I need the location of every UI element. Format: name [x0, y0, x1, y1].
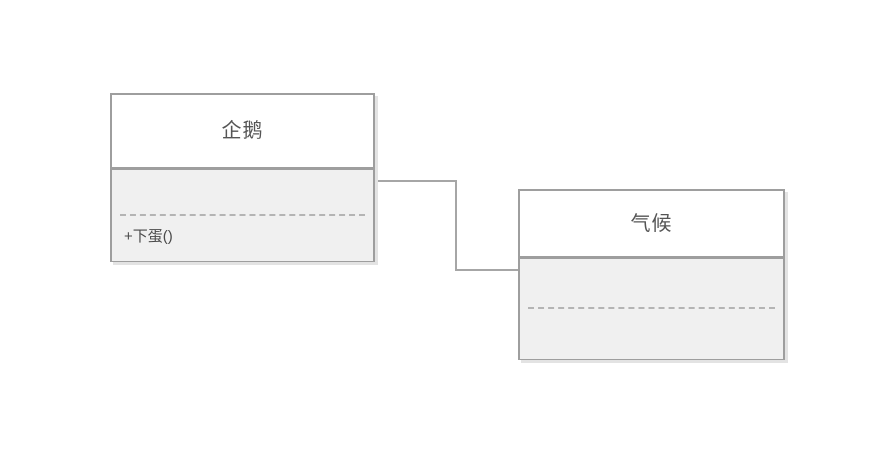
uml-class-penguin-body-compartment: +下蛋()	[112, 170, 373, 261]
uml-class-penguin[interactable]: 企鹅 +下蛋()	[110, 93, 375, 262]
uml-class-climate-body-compartment	[520, 259, 783, 359]
uml-class-penguin-operations-list: +下蛋()	[112, 227, 373, 247]
uml-operation-item[interactable]: +下蛋()	[124, 228, 173, 245]
uml-class-penguin-title-compartment: 企鹅	[112, 95, 373, 170]
association-edge-segment-vertical[interactable]	[455, 180, 457, 271]
association-edge-segment-horizontal-bottom[interactable]	[455, 269, 519, 271]
uml-class-penguin-name: 企鹅	[221, 120, 264, 142]
uml-class-climate-title-compartment: 气候	[520, 191, 783, 259]
association-edge-segment-horizontal-top[interactable]	[374, 180, 457, 182]
uml-class-climate[interactable]: 气候	[518, 189, 785, 360]
uml-class-climate-attribute-operation-separator	[528, 307, 775, 309]
uml-class-climate-name: 气候	[630, 212, 673, 235]
uml-class-penguin-attribute-operation-separator	[120, 214, 365, 216]
